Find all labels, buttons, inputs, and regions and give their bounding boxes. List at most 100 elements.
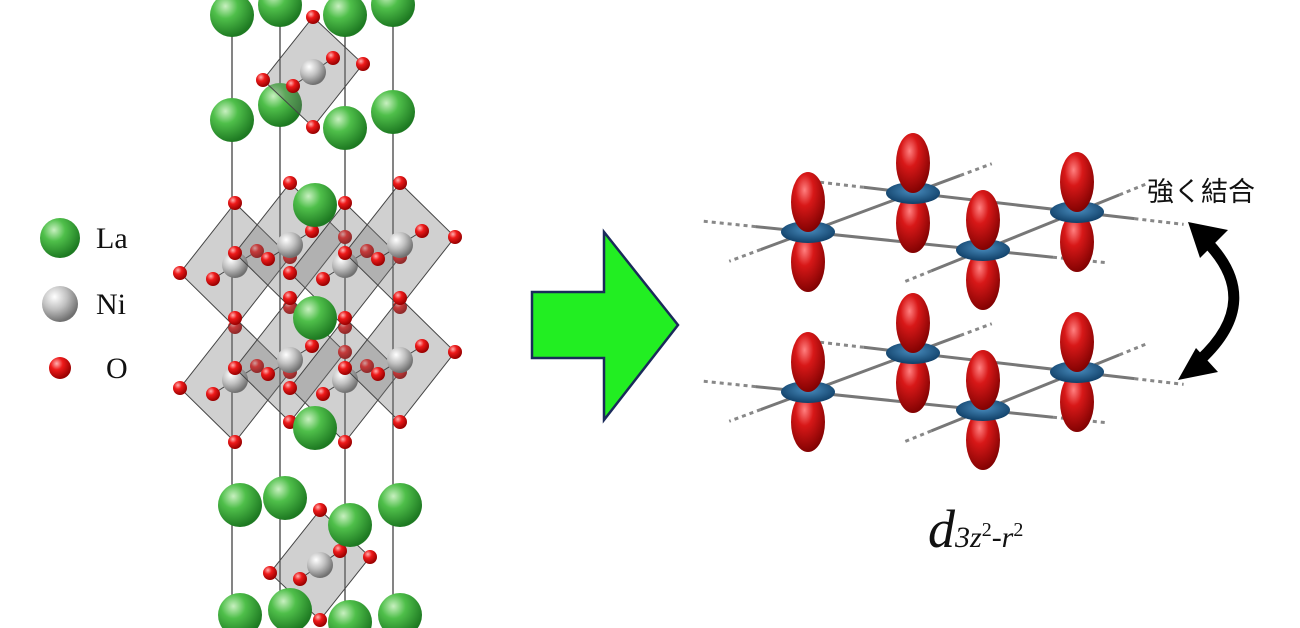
o-atom-icon (49, 357, 71, 379)
bond-dotted (959, 162, 993, 177)
o-atom (173, 381, 187, 395)
o-atom (338, 230, 352, 244)
o-atom (173, 266, 187, 280)
o-atom (360, 244, 374, 258)
ni-atom (307, 552, 333, 578)
o-atom (263, 566, 277, 580)
o-atom (393, 415, 407, 429)
orbital-lobe-upper (1060, 152, 1094, 212)
o-atom (228, 361, 242, 375)
la-atom (218, 483, 262, 527)
o-atom (338, 311, 352, 325)
orbital-lobe-lower (896, 353, 930, 413)
o-atom (306, 10, 320, 24)
o-atom (363, 550, 377, 564)
bond-dotted (1134, 377, 1184, 386)
la-atom (210, 0, 254, 37)
o-atom (316, 272, 330, 286)
la-atom (371, 0, 415, 27)
orbital-lobe-lower (966, 250, 1000, 310)
o-atom (283, 291, 297, 305)
ni-atom (222, 367, 248, 393)
la-atom (328, 503, 372, 547)
bond-dotted (814, 340, 864, 349)
orbital-label: d3z2-r2 (928, 498, 1023, 560)
o-atom (415, 339, 429, 353)
la-atom (323, 106, 367, 150)
ni-atom-icon (42, 286, 78, 322)
o-atom (250, 244, 264, 258)
bond-dotted (1134, 217, 1184, 226)
bond-dotted (959, 322, 993, 337)
o-atom (261, 252, 275, 266)
orbital-lobe-upper (966, 190, 1000, 250)
transform-arrow-icon (530, 228, 680, 424)
bond-dotted (902, 429, 932, 444)
o-atom (293, 572, 307, 586)
o-atom (228, 246, 242, 260)
o-atom (313, 503, 327, 517)
o-atom (338, 435, 352, 449)
o-atom (283, 176, 297, 190)
orbital-lobe-lower (791, 392, 825, 452)
o-atom (393, 291, 407, 305)
o-atom (305, 339, 319, 353)
o-atom (326, 51, 340, 65)
o-atom (333, 544, 347, 558)
la-atom (258, 0, 302, 27)
ni-atom (387, 232, 413, 258)
o-atom (448, 230, 462, 244)
o-atom (338, 246, 352, 260)
la-atom (293, 183, 337, 227)
orbital-sub-mid: -r (991, 521, 1014, 554)
o-atom (305, 224, 319, 238)
o-atom (286, 79, 300, 93)
o-atom (228, 311, 242, 325)
o-atom (250, 359, 264, 373)
orbital-lobe-upper (896, 133, 930, 193)
bond-dotted (728, 408, 762, 423)
la-atom (293, 296, 337, 340)
o-atom (371, 367, 385, 381)
o-atom (256, 73, 270, 87)
o-atom (206, 387, 220, 401)
ni-atom (332, 367, 358, 393)
orbital-lobe-lower (896, 193, 930, 253)
orbital-sub-exp1: 2 (981, 519, 992, 541)
o-atom (360, 359, 374, 373)
orbital-sub-exp2: 2 (1013, 519, 1024, 541)
la-atom (258, 83, 302, 127)
coupling-label: 強く結合 (1147, 177, 1255, 208)
la-atom-icon (40, 218, 80, 258)
bond-dotted (702, 379, 756, 389)
legend-label-o: O (106, 352, 128, 385)
o-atom (393, 176, 407, 190)
la-atom (293, 406, 337, 450)
o-atom (283, 381, 297, 395)
o-atom (415, 224, 429, 238)
orbital-lobe-lower (791, 232, 825, 292)
orbital-symbol: d (928, 499, 955, 559)
o-atom (228, 435, 242, 449)
o-atom (228, 196, 242, 210)
orbital-lobe-lower (1060, 212, 1094, 272)
ni-atom (300, 59, 326, 85)
orbital-lobe-upper (966, 350, 1000, 410)
o-atom (448, 345, 462, 359)
la-atom (328, 600, 372, 628)
ni-atom (277, 232, 303, 258)
orbital-lobe-upper (896, 293, 930, 353)
o-atom (356, 57, 370, 71)
orbital-sub-base: 3z (955, 521, 982, 554)
o-atom (338, 361, 352, 375)
orbital-lobe-upper (1060, 312, 1094, 372)
ni-atom (332, 252, 358, 278)
o-atom (306, 120, 320, 134)
o-atom (313, 613, 327, 627)
o-atom (206, 272, 220, 286)
bond-dotted (1118, 182, 1149, 197)
orbital-lattice (702, 133, 1184, 470)
la-atom (323, 0, 367, 37)
la-atom (371, 90, 415, 134)
orbital-lobe-lower (1060, 372, 1094, 432)
